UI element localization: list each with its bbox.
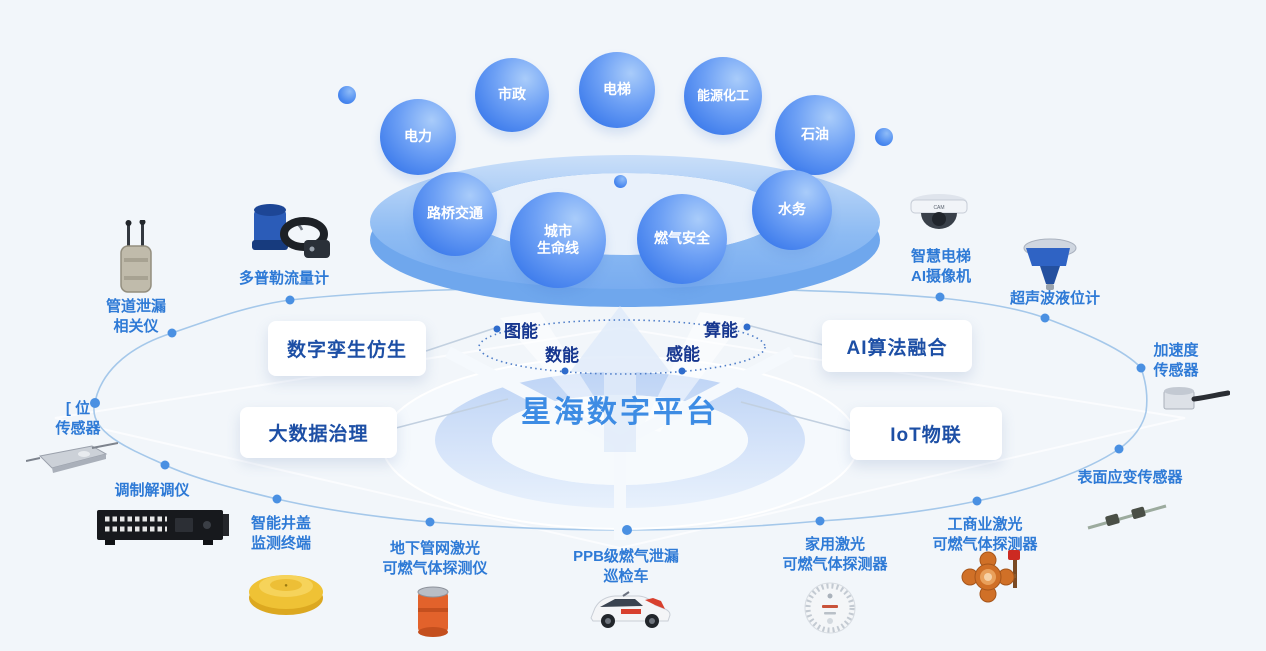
patrol-car-icon bbox=[583, 588, 673, 639]
decor-ball bbox=[614, 175, 627, 188]
industry-bubble-energy-chem: 能源化工 bbox=[684, 57, 762, 135]
svg-text:CAM: CAM bbox=[933, 205, 944, 211]
capability-label-compute: 算能 bbox=[704, 321, 738, 340]
device-label-industrial-detector: 工商业激光 可燃气体探测器 bbox=[932, 516, 1038, 553]
ultrasonic-level-icon bbox=[1016, 236, 1080, 297]
device-label-displacement-sensor: [ 位 传感器 bbox=[55, 400, 101, 437]
industry-bubble-municipal: 市政 bbox=[475, 58, 549, 132]
strain-sensor-icon bbox=[1086, 498, 1168, 541]
device-label-ultrasonic-level: 超声波液位计 bbox=[1009, 290, 1100, 307]
device-label-accelerometer: 加速度 传感器 bbox=[1153, 342, 1199, 379]
industry-bubble-water: 水务 bbox=[752, 170, 832, 250]
module-big-data: 大数据治理 bbox=[240, 407, 397, 458]
industry-bubble-power: 电力 bbox=[380, 99, 456, 175]
device-label-elevator-camera: 智慧电梯 AI摄像机 bbox=[910, 248, 971, 285]
accelerometer-icon bbox=[1158, 383, 1231, 420]
industrial-detector-icon bbox=[958, 546, 1032, 615]
floor-diamond-line bbox=[54, 326, 1186, 550]
device-label-strain-sensor: 表面应变传感器 bbox=[1077, 469, 1183, 486]
device-connection-oval bbox=[93, 287, 1148, 531]
decor-ball bbox=[875, 128, 893, 146]
module-connectors bbox=[395, 324, 852, 432]
device-label-manhole-terminal: 智能井盖 监测终端 bbox=[250, 515, 311, 552]
device-label-home-detector: 家用激光 可燃气体探测器 bbox=[782, 536, 888, 573]
module-digital-twin: 数字孪生仿生 bbox=[268, 321, 426, 376]
elevator-camera-icon: CAM bbox=[906, 192, 972, 247]
capability-label-data: 数能 bbox=[545, 346, 579, 365]
up-arrow-watermark bbox=[570, 306, 670, 452]
industry-bubble-city-lifeline: 城市 生命线 bbox=[510, 192, 606, 288]
doppler-flowmeter-icon bbox=[242, 198, 334, 271]
device-label-underground-detector: 地下管网激光 可燃气体探测仪 bbox=[382, 540, 488, 577]
device-label-patrol-car: PPB级燃气泄漏 巡检车 bbox=[573, 548, 679, 585]
device-label-pipeline-correlator: 管道泄漏 相关仪 bbox=[105, 298, 166, 335]
oval-node-dots bbox=[90, 292, 1146, 535]
manhole-terminal-icon: ● bbox=[246, 560, 326, 625]
module-ai-fusion: AI算法融合 bbox=[822, 320, 972, 372]
underground-detector-icon bbox=[412, 584, 454, 643]
capability-dotted-ellipse bbox=[478, 319, 766, 375]
module-iot: IoT物联 bbox=[850, 407, 1002, 460]
svg-text:●: ● bbox=[284, 583, 288, 589]
modem-icon bbox=[95, 506, 231, 555]
industry-bubble-petroleum: 石油 bbox=[775, 95, 855, 175]
device-label-doppler-flowmeter: 多普勒流量计 bbox=[238, 270, 329, 287]
decor-ball bbox=[338, 86, 356, 104]
industry-bubble-elevator: 电梯 bbox=[579, 52, 655, 128]
capability-label-graph: 图能 bbox=[504, 322, 538, 341]
home-detector-icon bbox=[800, 580, 860, 641]
capability-label-sense: 感能 bbox=[666, 345, 700, 364]
industry-bubble-gas-safety: 燃气安全 bbox=[637, 194, 727, 284]
device-label-modem: 调制解调仪 bbox=[114, 482, 190, 499]
platform-title: 星海数字平台 bbox=[521, 396, 719, 429]
industry-bubble-road-bridge: 路桥交通 bbox=[413, 172, 497, 256]
pipeline-correlator-icon bbox=[108, 219, 164, 301]
displacement-sensor-icon bbox=[25, 438, 119, 481]
